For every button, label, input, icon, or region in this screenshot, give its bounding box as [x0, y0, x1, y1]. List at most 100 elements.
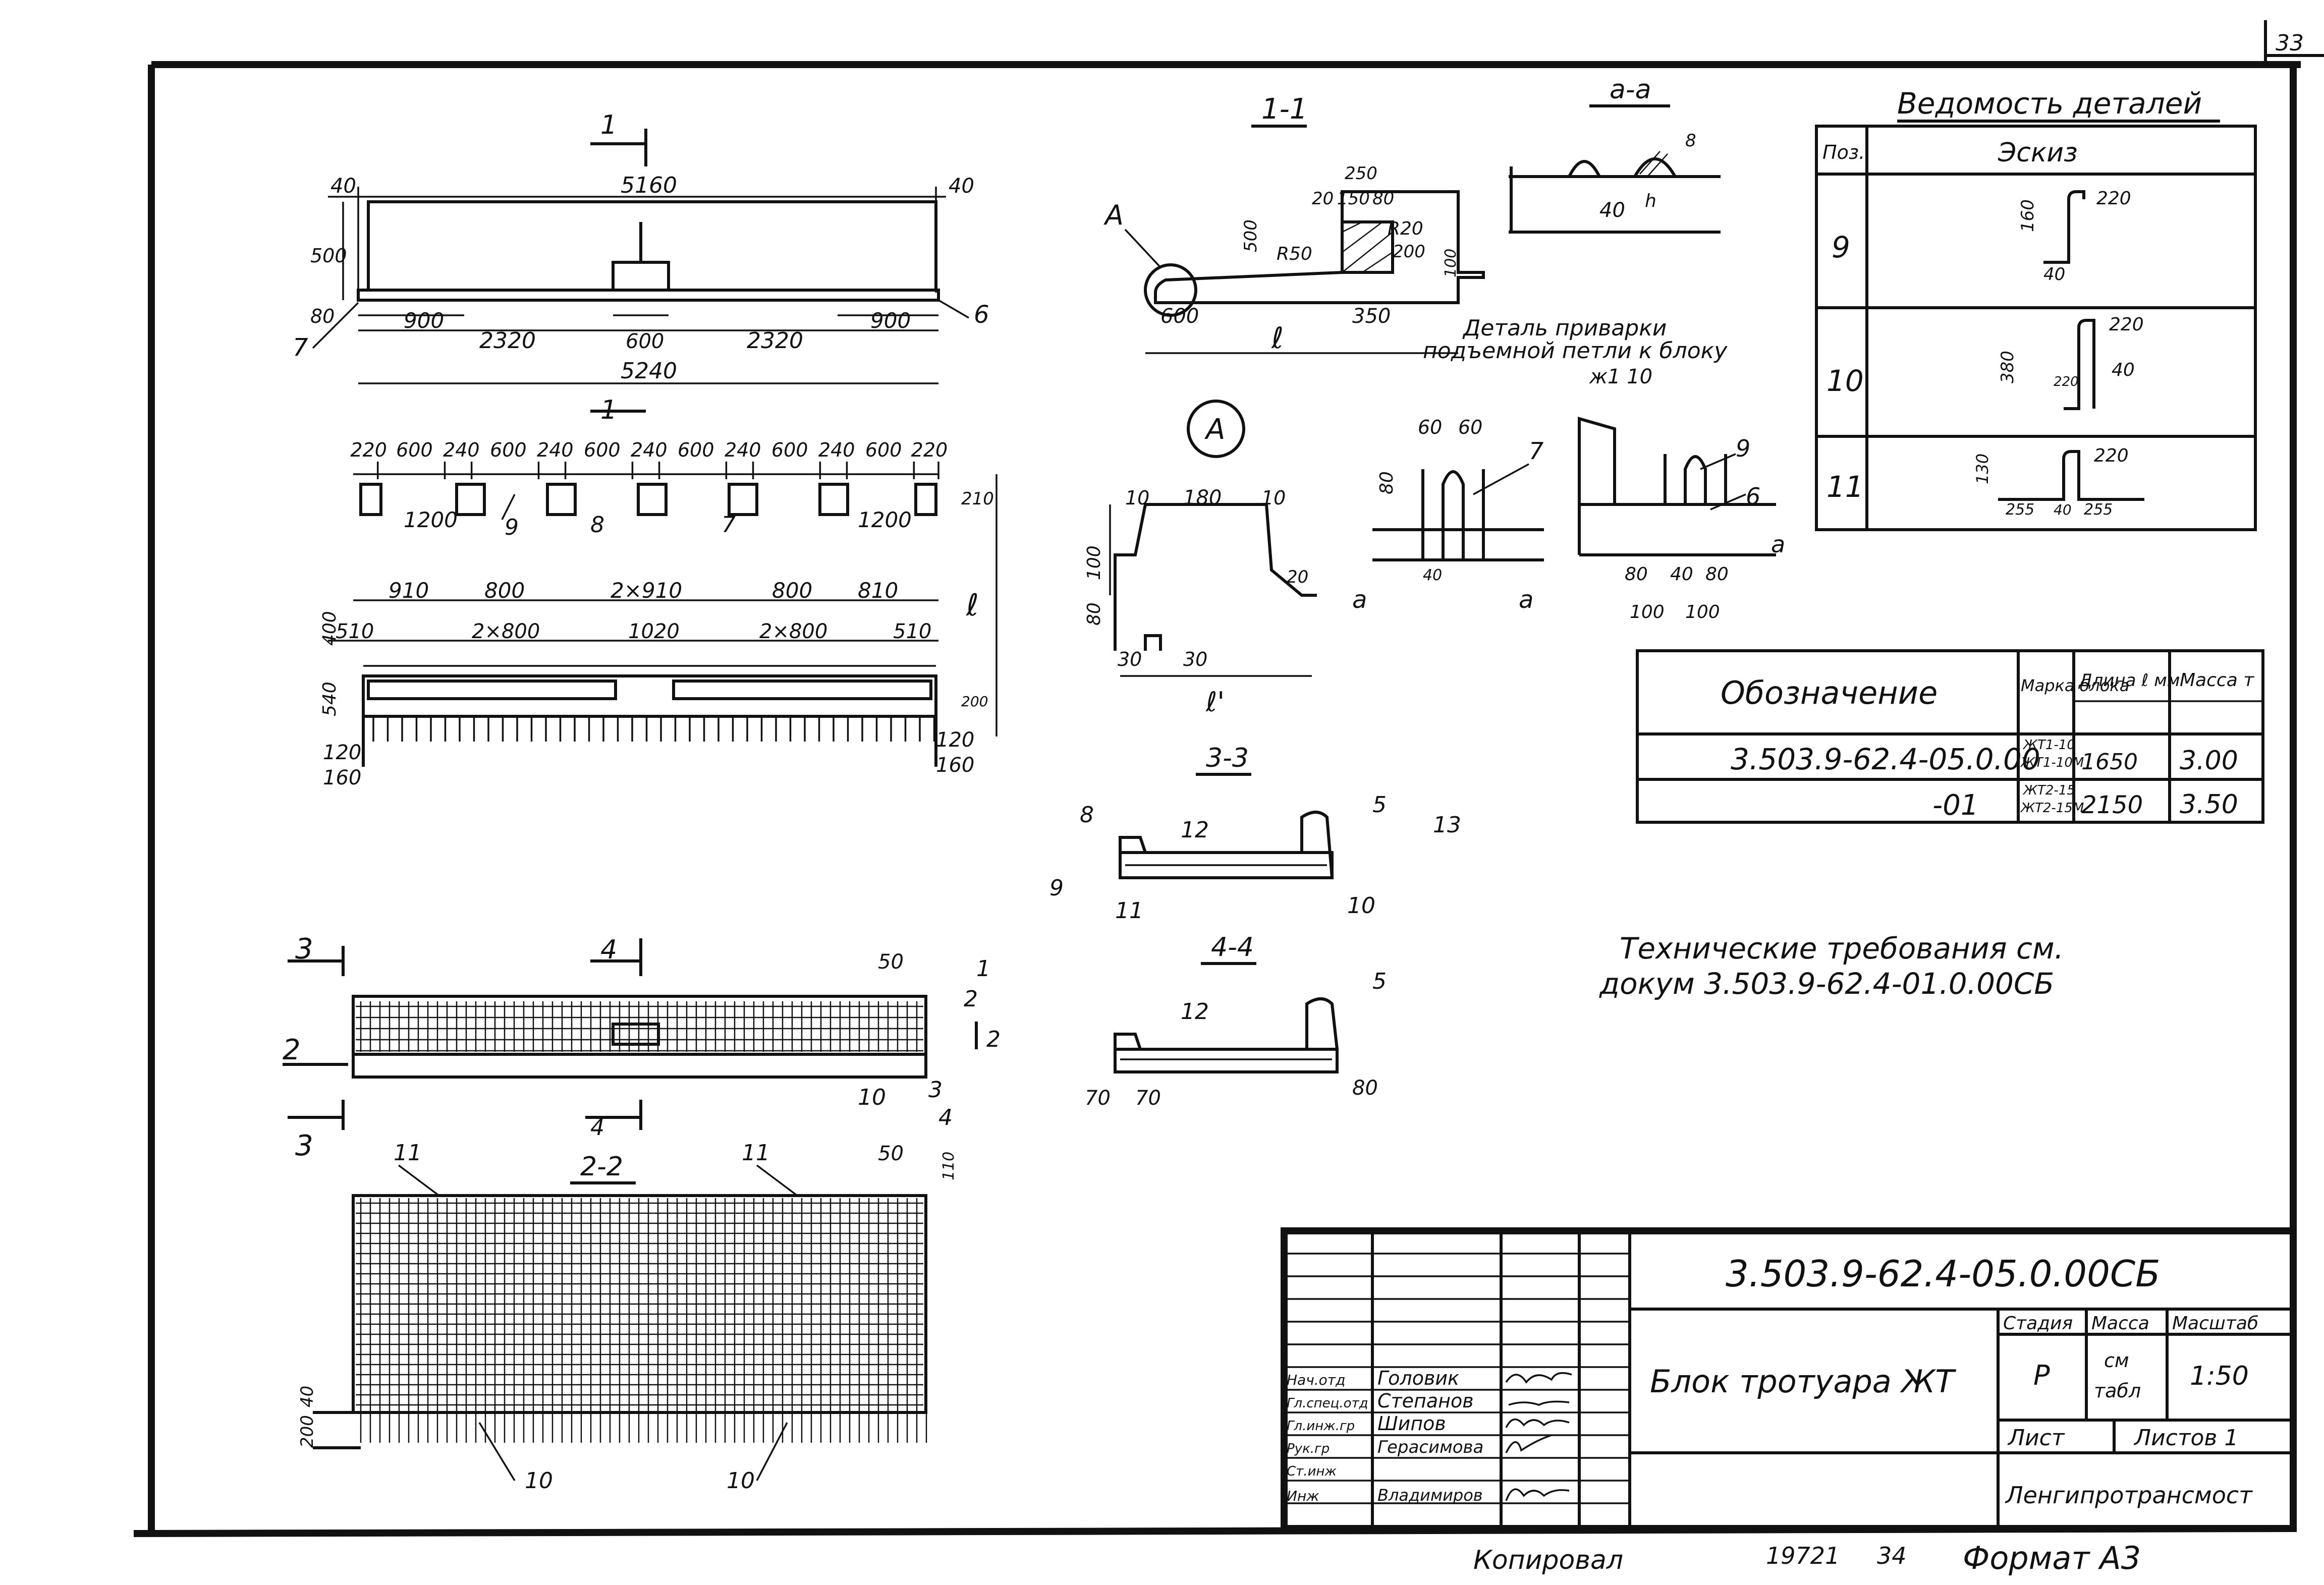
weld-label-a-left: а [1352, 586, 1367, 614]
title-block-grid [1284, 1231, 1630, 1529]
details-col-sketch: Эскиз [1998, 138, 2078, 168]
dim-2320-right: 2320 [747, 328, 803, 354]
tb-org: Ленгипротрансмост [2005, 1482, 2253, 1509]
sketch11-dim-255a: 255 [2006, 501, 2034, 519]
plan-top-dim-12: 220 [911, 439, 948, 461]
detA-dim-180: 180 [1183, 486, 1222, 510]
plan-top-dim-11: 600 [865, 439, 902, 461]
tb-staff-name-4: Герасимова [1377, 1437, 1483, 1457]
dim-200: 200 [961, 693, 988, 710]
weld-detail: Деталь приварки подъемной петли к блоку … [1352, 315, 1785, 622]
tb-staff-role-1: Нач.отд [1287, 1372, 1345, 1388]
section-a-a: а-а 40 8 h [1509, 75, 1721, 234]
label-l-sec11: ℓ [1271, 321, 1284, 355]
sec-mark-2-right: 2 [986, 1027, 1001, 1052]
detA-dim-20: 20 [1287, 567, 1308, 587]
detA-label-l: ℓ' [1205, 686, 1225, 718]
plan2-pos-3: 3 [928, 1077, 943, 1103]
mark-row1-mass: 3.00 [2180, 746, 2238, 776]
plan-top-dim-0: 220 [350, 439, 387, 461]
footer-sheet-no: 34 [1877, 1542, 1907, 1569]
plan-top-dim-1: 600 [396, 439, 433, 461]
sec11-dim-80: 80 [1372, 189, 1394, 209]
detail-A: А 10 180 10 100 80 30 30 20 ℓ' [1084, 400, 1317, 718]
weld-dim-40: 40 [1423, 567, 1442, 584]
dim-800-b: 800 [772, 578, 812, 603]
aa-dim-h: h [1645, 191, 1656, 211]
dim-120-right: 120 [936, 728, 974, 752]
tb-stage-label: Стадия [2003, 1313, 2073, 1334]
sec22-pos-10-right: 10 [727, 1468, 755, 1494]
tb-staff-role-5: Ст.инж [1287, 1464, 1337, 1479]
dim-510-right: 510 [893, 620, 931, 643]
detA-dim-30a: 30 [1118, 648, 1142, 670]
section-1-1-title: 1-1 [1261, 93, 1307, 126]
sec-mark-3-bottom: 3 [295, 1129, 313, 1162]
dim-1020: 1020 [628, 620, 680, 643]
dim-1200-left: 1200 [404, 507, 458, 532]
sec-mark-2-left: 2 [283, 1034, 301, 1066]
dim-2320-left: 2320 [479, 328, 536, 354]
tb-staff-role-4: Рук.гр [1287, 1441, 1330, 1456]
page-number: 33 [2276, 30, 2304, 56]
weld-dim-100a: 100 [1630, 602, 1665, 622]
sketch10-dim-220a: 220 [2109, 314, 2144, 335]
plan-top-dim-5: 600 [584, 439, 621, 461]
section-2-2: 2-2 11 11 50 110 40 200 10 10 [297, 1140, 958, 1494]
dim-5240: 5240 [621, 358, 677, 384]
sec11-dim-500: 500 [1241, 219, 1261, 252]
mark-row1-mark1: ЖТ1-10 [2022, 738, 2075, 753]
sec33-pos-5: 5 [1372, 792, 1387, 818]
weld-dim-80-r1: 80 [1625, 564, 1648, 585]
sketch11-dim-255b: 255 [2084, 501, 2113, 519]
dim-40-right: 40 [949, 175, 974, 198]
dim-400: 400 [319, 611, 340, 646]
dim-2x910: 2×910 [611, 578, 682, 603]
weld-label-a-mid: а [1519, 586, 1533, 614]
details-table: Ведомость деталей Поз. Эскиз 9 10 11 160… [1815, 86, 2257, 531]
sec33-pos-10: 10 [1347, 893, 1375, 919]
sketch9-dim-40: 40 [2043, 264, 2065, 285]
tb-stage: Р [2033, 1360, 2050, 1391]
plan-top-dim-10: 240 [818, 439, 855, 461]
sec22-pos-11-right: 11 [742, 1140, 770, 1166]
footer-number: 19721 [1766, 1542, 1840, 1569]
section-3-3: 3-3 8 12 5 13 9 11 10 [1049, 743, 1461, 924]
mark-hdr-mass: Масса т [2180, 670, 2254, 691]
mark-row2-code: -01 [1932, 789, 1978, 822]
mark-row2-mark2: ЖТ2-15М [2020, 801, 2084, 816]
pos-9-plan: 9 [505, 515, 519, 540]
aa-dim-40: 40 [1599, 199, 1625, 222]
sec11-dim-600: 600 [1160, 305, 1199, 328]
weld-note-line3: ж1 10 [1589, 365, 1652, 388]
tb-staff-role-2: Гл.спец.отд [1287, 1396, 1368, 1411]
dim-40-left: 40 [330, 175, 356, 198]
plan2-pos-10: 10 [858, 1085, 886, 1110]
weld-dim-80: 80 [1376, 471, 1397, 494]
plan2-rebar-grid [356, 1001, 927, 1052]
dim-540: 540 [319, 682, 340, 716]
sec11-R50: R50 [1277, 244, 1312, 264]
plan-top-dim-9: 600 [771, 439, 808, 461]
tb-staff-name-2: Степанов [1377, 1390, 1474, 1412]
footer-copied: Копировал [1473, 1545, 1623, 1575]
plan2-dim-50: 50 [878, 950, 904, 974]
details-row-11-pos: 11 [1827, 470, 1864, 504]
mark-hdr-code: Обозначение [1721, 674, 1938, 711]
dim-5160: 5160 [621, 173, 677, 198]
sketch11-dim-130: 130 [1973, 454, 1992, 484]
detail-A-callout: А [1103, 199, 1124, 231]
plan2-pos-2: 2 [964, 986, 978, 1012]
sec33-pos-8: 8 [1080, 802, 1094, 828]
dim-500-mid: 1 [0, 0, 1, 1]
weld-label-a-right: а [1771, 531, 1785, 558]
dim-160-left: 160 [323, 766, 361, 789]
plan-top-dim-3: 600 [490, 439, 527, 461]
weld-dim-60b: 60 [1458, 416, 1482, 438]
section-2-2-title: 2-2 [580, 1152, 623, 1182]
sec11-dim-150: 150 [1337, 189, 1370, 209]
sec22-dim-200: 200 [297, 1415, 317, 1448]
plan2-pos-4: 4 [938, 1105, 953, 1130]
detA-dim-10a: 10 [1125, 487, 1149, 509]
pos-7-front: 7 [293, 333, 308, 362]
